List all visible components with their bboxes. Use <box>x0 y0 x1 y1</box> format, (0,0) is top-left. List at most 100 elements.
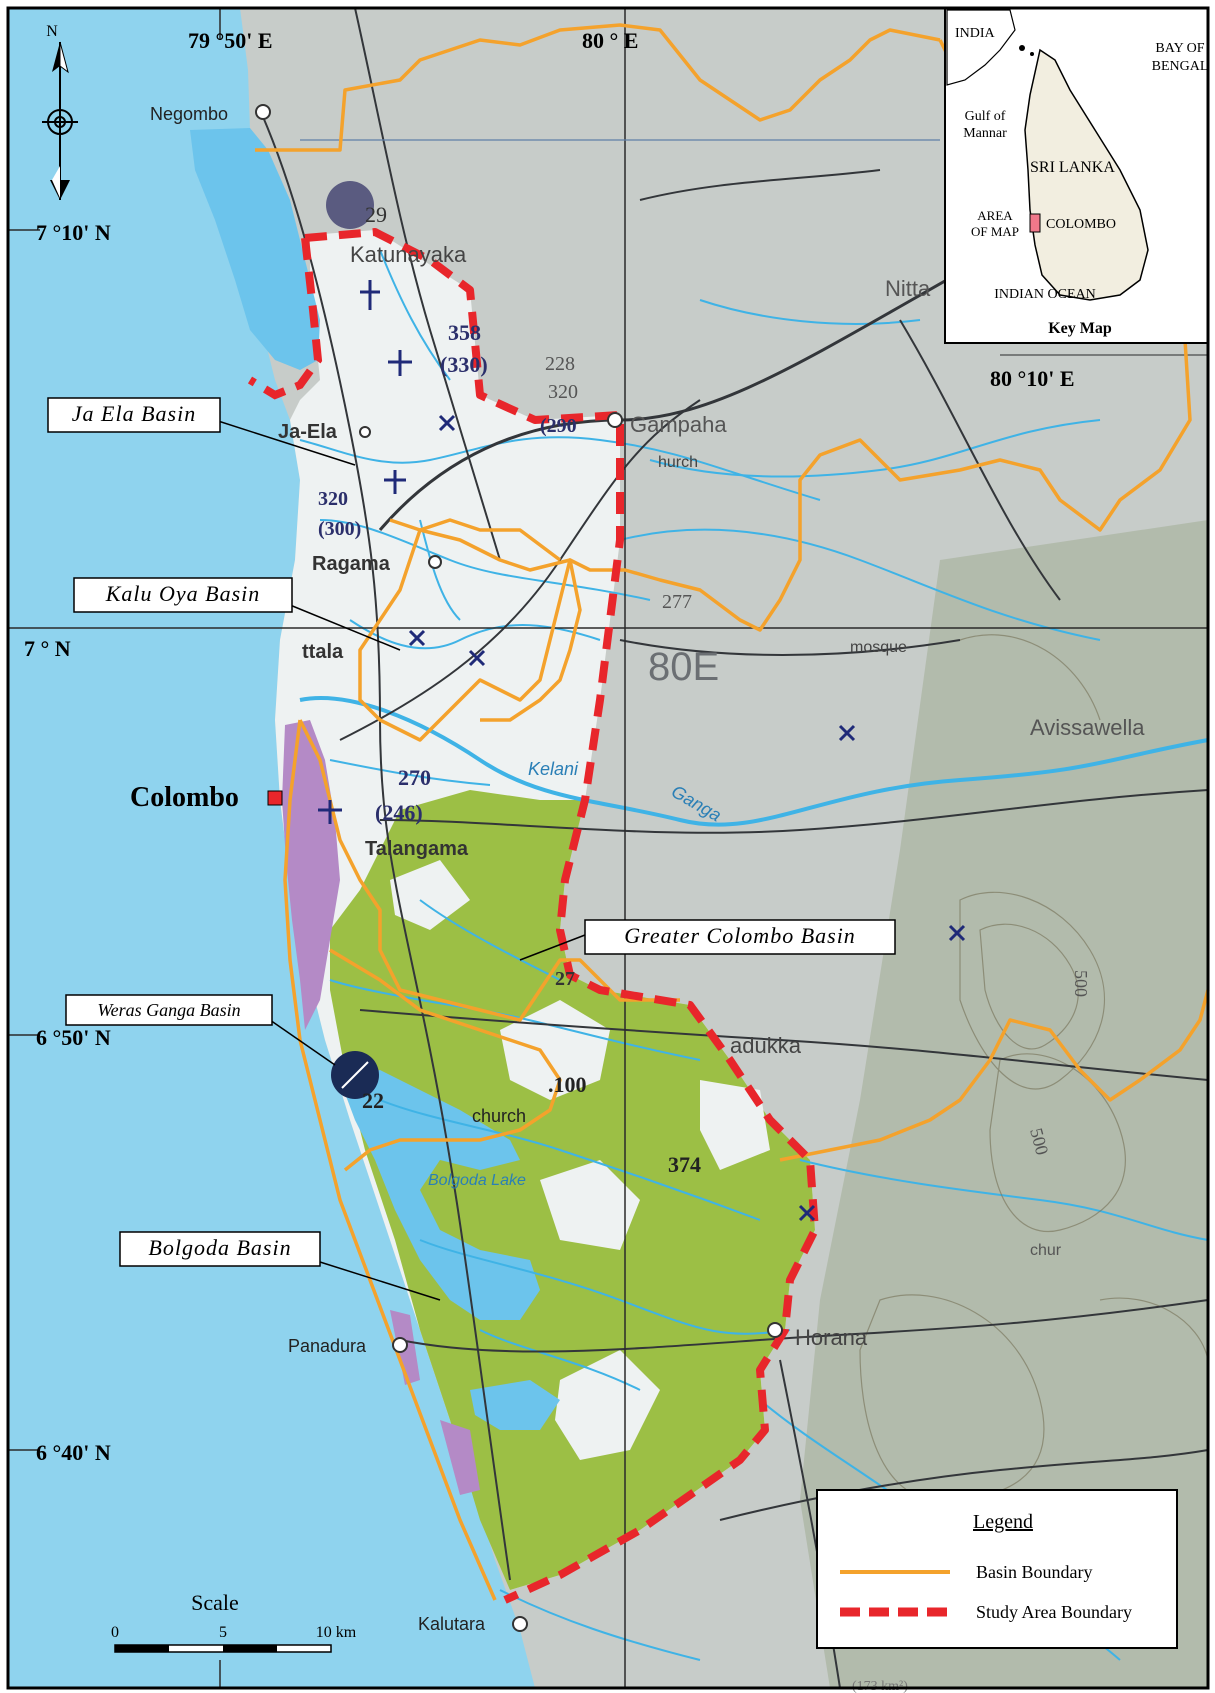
talangama-label: Talangama <box>365 838 469 860</box>
panadura-label: Panadura <box>288 1336 367 1356</box>
legend-basin-label: Basin Boundary <box>976 1562 1093 1582</box>
study-area-boundary-west <box>247 237 323 400</box>
green-area-clearing <box>390 860 470 930</box>
key-map-bay-1: BAY OF <box>1155 41 1204 56</box>
church-label: church <box>472 1106 526 1126</box>
height-290: (290 <box>540 415 577 437</box>
key-map-colombo-label: COLOMBO <box>1046 217 1116 232</box>
greater-colombo-basin-label: Greater Colombo Basin <box>624 923 856 948</box>
town-markers <box>255 104 783 1632</box>
key-map-title: Key Map <box>1048 320 1112 337</box>
height-246: (246) <box>375 800 423 825</box>
ja-ela-leader <box>214 419 356 466</box>
kurch-label: hurch <box>658 454 698 471</box>
key-map-gulf-2: Mannar <box>963 126 1007 141</box>
key-map: INDIA BAY OF BENGAL Gulf of Mannar SRI L… <box>944 7 1209 344</box>
map-border <box>6 6 1210 1690</box>
green-area-clearing <box>540 1160 640 1250</box>
nittambuwa-label: Nitta <box>885 276 931 301</box>
coordinate-labels: 79 °50' E 80 ° E 80 °10' E 7 °10' N 7 ° … <box>24 28 1075 1465</box>
legend-title: Legend <box>973 1511 1033 1533</box>
bolgoda-lake <box>340 1070 540 1320</box>
height-228: 228 <box>545 353 575 375</box>
airfield-symbols <box>318 280 966 1222</box>
basin-boundary-coast <box>283 719 497 1601</box>
airport-mark <box>326 181 374 229</box>
bolgoda-label-box <box>119 1231 321 1267</box>
scale-tick-10: 10 km <box>316 1624 357 1641</box>
lat-6-40-label: 6 °40' N <box>36 1440 111 1465</box>
basin-boundary-south-east <box>779 989 1210 1162</box>
basin-boundary-greater-colombo <box>298 719 680 1022</box>
weras-ganga-basin-label: Weras Ganga Basin <box>97 1000 240 1020</box>
height-27: 27 <box>555 968 575 990</box>
grid-80e-label: 80E <box>648 645 719 689</box>
north-arrow: N <box>42 23 78 200</box>
spot-heights: 358 (330) 228 320 (290 320 (300) 277 270… <box>318 202 1091 1177</box>
colombo-marker <box>267 790 283 806</box>
key-map-area-2: OF MAP <box>971 224 1019 239</box>
green-area-clearing <box>555 1350 660 1460</box>
lon-80-10-label: 80 °10' E <box>990 366 1075 391</box>
legend: Legend Basin Boundary Study Area Boundar… <box>816 1489 1178 1649</box>
height-358: 358 <box>448 320 481 345</box>
height-330: (330) <box>440 352 488 377</box>
weras-ganga-label-box <box>65 994 273 1026</box>
green-area-clearing <box>500 1000 610 1100</box>
colombo-label: Colombo <box>130 782 239 813</box>
lon-80-label: 80 ° E <box>582 28 638 53</box>
chur-label: chur <box>1030 1242 1062 1259</box>
hills-region <box>800 520 1208 1688</box>
height-500a: 500 <box>1071 970 1091 997</box>
lat-7-label: 7 ° N <box>24 636 71 661</box>
lon-79-50-label: 79 °50' E <box>188 28 273 53</box>
ragama-label: Ragama <box>312 553 391 575</box>
lat-6-50-label: 6 °50' N <box>36 1025 111 1050</box>
lat-7-10-label: 7 °10' N <box>36 220 111 245</box>
study-area-boundary <box>304 228 819 1604</box>
gampaha-label: Gampaha <box>630 412 727 437</box>
kalu-oya-label-box <box>73 577 293 613</box>
legend-study-label: Study Area Boundary <box>976 1602 1132 1622</box>
mosque-label: mosque <box>850 639 907 656</box>
kalu-oya-basin-label: Kalu Oya Basin <box>105 581 261 606</box>
scale-title: Scale <box>191 1590 239 1615</box>
key-map-bay-2: BENGAL <box>1152 59 1209 74</box>
weras-ganga-leader <box>269 1019 336 1066</box>
kelani-label: Kelani <box>528 759 579 779</box>
horana-marker <box>767 1322 783 1338</box>
north-label: N <box>46 23 58 40</box>
height-320b: 320 <box>318 488 348 510</box>
greater-colombo-leader <box>519 934 586 961</box>
ragama-marker <box>428 555 442 569</box>
basin-boundaries <box>255 23 1210 1601</box>
height-374: 374 <box>668 1152 701 1177</box>
weras-ganga-mark <box>341 1061 369 1089</box>
padukka-label: adukka <box>730 1033 802 1058</box>
avissawella-label: Avissawella <box>1030 715 1145 740</box>
katunayaka-label: Katunayaka <box>350 242 467 267</box>
wattala-label: ttala <box>302 641 344 663</box>
height-22: 22 <box>362 1088 384 1113</box>
kalu-oya-leader <box>289 604 401 651</box>
ja-ela-label-box <box>47 397 221 433</box>
legend-box <box>816 1489 1178 1649</box>
key-map-india <box>946 9 1016 86</box>
urban-kalutara <box>440 1420 480 1495</box>
scale-tick-0: 0 <box>111 1624 119 1641</box>
urban-colombo <box>282 720 340 1030</box>
basin-boundary-east <box>358 39 1192 742</box>
greater-colombo-label-box <box>584 919 896 955</box>
basin-boundary-kalu-oya <box>389 518 582 722</box>
negombo-marker <box>255 104 271 120</box>
kalutara-marker <box>512 1616 528 1632</box>
height-320a: 320 <box>548 381 578 403</box>
key-map-ocean-label: INDIAN OCEAN <box>994 287 1096 302</box>
contour-lines <box>859 634 1209 1501</box>
key-map-gulf-1: Gulf of <box>965 109 1006 124</box>
key-map-sri-lanka <box>1024 48 1149 301</box>
basin-boundary-north <box>255 23 941 152</box>
key-map-area-1: AREA <box>977 208 1013 223</box>
ja-ela-label: Ja-Ela <box>278 421 338 443</box>
